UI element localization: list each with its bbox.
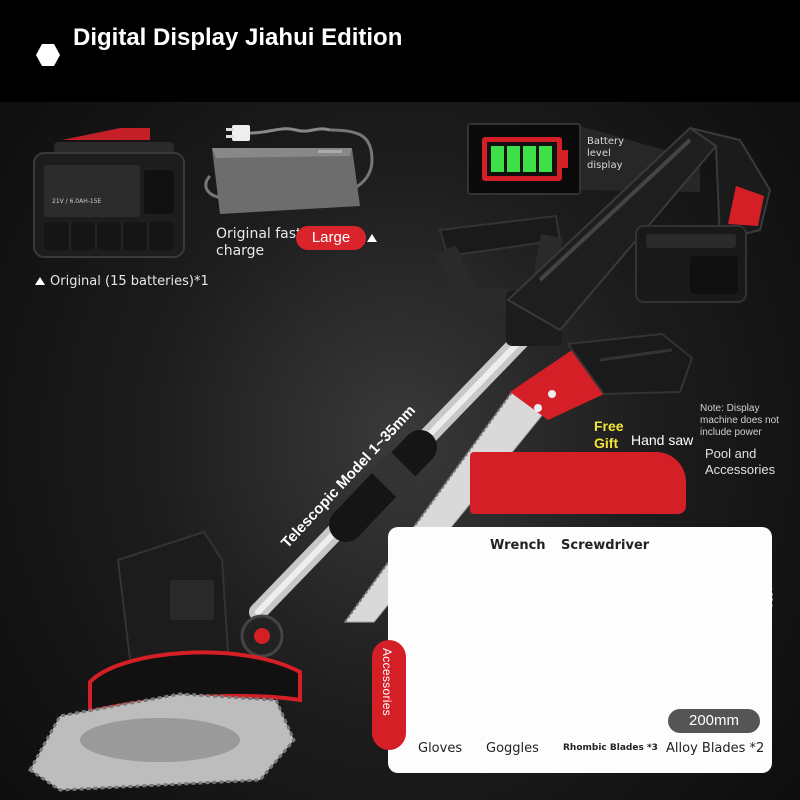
large-badge: Large bbox=[296, 226, 366, 250]
battery-display-caption: Battery level display bbox=[587, 136, 625, 171]
trimmer-handle bbox=[436, 126, 772, 346]
charger-caption: Original fast charge bbox=[216, 226, 302, 259]
hexagon-icon bbox=[36, 44, 60, 66]
red-banner bbox=[470, 452, 686, 514]
blade-size-badge: 200mm bbox=[668, 709, 760, 733]
free-gift-label: Free Gift bbox=[594, 418, 624, 451]
screwdriver-label: Screwdriver bbox=[561, 538, 650, 553]
rhombic-blades-label: Rhombic Blades *3 bbox=[563, 743, 658, 753]
battery-display-image bbox=[467, 123, 700, 195]
wrench-label: Wrench bbox=[490, 538, 546, 553]
pool-accessories-label: Pool and Accessories bbox=[705, 446, 776, 477]
accessories-panel: Wrench Screwdriver Gloves Goggles Rhombi… bbox=[388, 527, 772, 773]
goggles-label: Goggles bbox=[486, 741, 539, 756]
triangle-icon bbox=[367, 234, 377, 242]
trimmer-head bbox=[28, 530, 302, 792]
charger-image bbox=[204, 125, 374, 214]
battery-pack-image bbox=[33, 128, 185, 258]
hand-saw-label: Hand saw bbox=[631, 432, 694, 448]
battery-caption: Original (15 batteries)*1 bbox=[50, 274, 209, 289]
triangle-icon bbox=[35, 277, 45, 285]
display-note: Note: Display machine does not include p… bbox=[700, 403, 779, 438]
trimmer-shaft bbox=[249, 306, 554, 621]
page-title: Digital Display Jiahui Edition bbox=[73, 24, 403, 51]
gloves-label: Gloves bbox=[418, 741, 463, 756]
accessories-tab-label: Accessories bbox=[380, 648, 394, 716]
accessories-tab: Accessories bbox=[372, 640, 406, 750]
header-bar: Digital Display Jiahui Edition bbox=[0, 0, 800, 102]
alloy-blades-label: Alloy Blades *2 bbox=[666, 741, 765, 756]
battery-print: 21V / 6.0AH-15E bbox=[52, 198, 102, 205]
